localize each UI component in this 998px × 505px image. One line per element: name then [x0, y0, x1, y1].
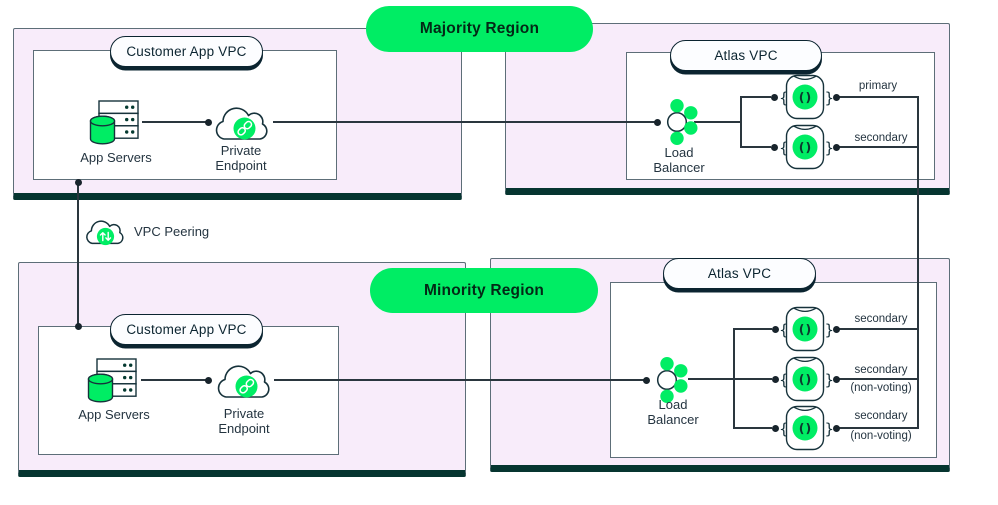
app-servers-label: App Servers: [78, 407, 150, 422]
load-balancer-icon: [658, 97, 702, 147]
connector-line: [741, 96, 771, 98]
connector-dot: [832, 143, 840, 151]
connector-dot: [204, 118, 212, 126]
database-node-icon-secondary: [777, 306, 833, 352]
majority-region-badge: Majority Region: [366, 6, 593, 52]
customer-app-vpc-pill: Customer App VPC: [110, 36, 263, 67]
connector-line: [740, 96, 742, 148]
connector-line: [838, 427, 918, 429]
connector-line: [77, 182, 79, 326]
connector-line: [733, 328, 735, 429]
database-node-icon-secondary: [777, 124, 833, 170]
node-role-sublabel: (non-voting): [850, 382, 912, 394]
connector-dot: [74, 178, 82, 186]
connector-dot: [770, 143, 778, 151]
connector-line: [273, 121, 655, 123]
database-node-icon-secondary-nonvoting: [777, 356, 833, 402]
database-node-icon-secondary-nonvoting: [777, 405, 833, 451]
connector-line: [694, 121, 741, 123]
connector-dot: [832, 93, 840, 101]
connector-dot: [770, 93, 778, 101]
connector-line: [838, 96, 918, 98]
node-role-label: secondary: [854, 410, 908, 422]
connector-dot: [832, 424, 840, 432]
node-role-label: secondary: [854, 313, 908, 325]
app-servers-icon: [86, 356, 140, 404]
connector-line: [741, 146, 771, 148]
connector-line: [734, 427, 772, 429]
database-node-icon-primary: [777, 74, 833, 120]
connector-dot: [771, 375, 779, 383]
connector-dot: [204, 376, 212, 384]
node-role-label: secondary: [854, 364, 908, 376]
private-endpoint-icon: [210, 101, 274, 145]
majority-customer-vpc-box: [33, 50, 337, 180]
atlas-vpc-pill: Atlas VPC: [663, 258, 816, 289]
connector-line: [141, 379, 206, 381]
connector-dot: [653, 118, 661, 126]
atlas-vpc-pill: Atlas VPC: [670, 40, 822, 71]
cross-region-connector-line: [917, 96, 919, 429]
connector-dot: [642, 376, 650, 384]
connector-line: [838, 378, 918, 380]
node-role-label: secondary: [854, 132, 908, 144]
private-endpoint-icon: [212, 359, 276, 403]
connector-line: [142, 121, 206, 123]
node-role-label: primary: [858, 80, 898, 92]
minority-region-badge: Minority Region: [370, 268, 598, 313]
connector-line: [838, 146, 918, 148]
connector-line: [734, 328, 772, 330]
private-endpoint-label: Private Endpoint: [218, 406, 270, 437]
private-endpoint-label: Private Endpoint: [215, 143, 267, 174]
load-balancer-label: Load Balancer: [647, 397, 699, 428]
connector-dot: [771, 325, 779, 333]
connector-line: [838, 328, 918, 330]
customer-app-vpc-pill: Customer App VPC: [110, 314, 263, 345]
connector-dot: [832, 375, 840, 383]
connector-line: [274, 379, 645, 381]
vpc-peering-icon: [82, 216, 128, 248]
app-servers-label: App Servers: [80, 150, 152, 165]
vpc-peering-label: VPC Peering: [134, 224, 210, 239]
connector-dot: [832, 325, 840, 333]
node-role-sublabel: (non-voting): [850, 430, 912, 442]
connector-dot: [771, 424, 779, 432]
connector-dot: [74, 322, 82, 330]
minority-customer-vpc-box: [38, 326, 339, 455]
connector-line: [688, 378, 772, 380]
load-balancer-label: Load Balancer: [653, 145, 705, 176]
app-servers-icon: [88, 98, 142, 146]
